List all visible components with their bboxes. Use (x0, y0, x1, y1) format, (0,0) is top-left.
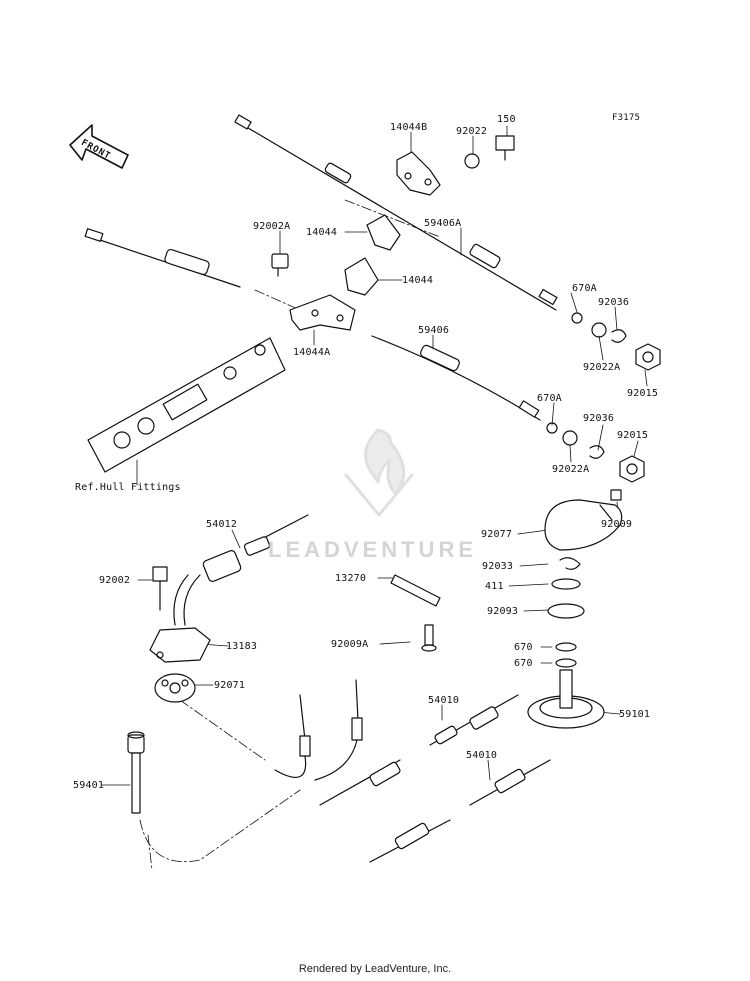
part-label-670-2[interactable]: 670 (514, 658, 533, 669)
reference-lines (139, 199, 441, 871)
part-label-59401[interactable]: 59401 (73, 780, 105, 791)
cable-bent-left (274, 679, 363, 781)
watermark-text: LEADVENTURE (268, 537, 478, 562)
cable-left-upper (84, 228, 241, 288)
cable-59406a (234, 114, 558, 311)
part-label-54010-1[interactable]: 54010 (428, 695, 460, 706)
part-label-14044a[interactable]: 14044A (293, 347, 331, 358)
cable-59406 (371, 335, 541, 421)
part-label-14044-upper[interactable]: 14044 (306, 227, 338, 238)
part-label-92002a[interactable]: 92002A (253, 221, 291, 232)
bracket-14044a (289, 294, 356, 331)
part-label-670-1[interactable]: 670 (514, 642, 533, 653)
part-label-670a-2[interactable]: 670A (537, 393, 562, 404)
washer-nut-set-upper (571, 312, 661, 371)
part-label-13183[interactable]: 13183 (226, 641, 258, 652)
bracket-14044b (396, 135, 515, 196)
plate-13183 (149, 627, 211, 663)
part-label-150[interactable]: 150 (497, 114, 516, 125)
front-arrow-icon (69, 124, 129, 169)
part-label-92036-1[interactable]: 92036 (598, 297, 630, 308)
part-label-92015-2[interactable]: 92015 (617, 430, 649, 441)
part-label-59406a[interactable]: 59406A (424, 218, 462, 229)
part-label-59101[interactable]: 59101 (619, 709, 651, 720)
part-label-92009[interactable]: 92009 (601, 519, 633, 530)
part-label-92077[interactable]: 92077 (481, 529, 513, 540)
part-label-92033[interactable]: 92033 (482, 561, 514, 572)
part-label-92022a-2[interactable]: 92022A (552, 464, 590, 475)
watermark-logo-icon (344, 428, 414, 517)
part-label-92009a[interactable]: 92009A (331, 639, 369, 650)
clamp-14044 (344, 214, 401, 296)
footer-credit: Rendered by LeadVenture, Inc. (298, 963, 452, 975)
part-label-14044-lower[interactable]: 14044 (402, 275, 434, 286)
part-label-92071[interactable]: 92071 (214, 680, 246, 691)
bolt-92002 (152, 566, 168, 611)
part-label-14044b[interactable]: 14044B (390, 122, 428, 133)
part-label-92022[interactable]: 92022 (456, 126, 488, 137)
cable-54010-lower (369, 759, 551, 863)
hull-fittings-reference[interactable]: Ref.Hull Fittings (75, 482, 181, 493)
figure-code: F3175 (612, 113, 641, 123)
lever-stack (527, 557, 605, 729)
part-label-13270[interactable]: 13270 (335, 573, 367, 584)
plate-13270 (390, 574, 441, 652)
part-label-670a-1[interactable]: 670A (572, 283, 597, 294)
part-label-92022a-1[interactable]: 92022A (583, 362, 621, 373)
part-label-92015-1[interactable]: 92015 (627, 388, 659, 399)
knob-92077 (544, 489, 623, 551)
washer-nut-set-lower (546, 422, 645, 483)
part-label-411[interactable]: 411 (485, 581, 504, 592)
part-label-92002[interactable]: 92002 (99, 575, 131, 586)
part-label-54010-2[interactable]: 54010 (466, 750, 498, 761)
grommet-92071 (154, 673, 196, 703)
part-label-92093[interactable]: 92093 (487, 606, 519, 617)
bolt-92002a (271, 253, 289, 277)
handle-59401 (127, 731, 145, 814)
part-label-92036-2[interactable]: 92036 (583, 413, 615, 424)
hull-fitting-plate (87, 337, 286, 473)
cable-54012 (173, 514, 309, 626)
part-label-59406[interactable]: 59406 (418, 325, 450, 336)
part-label-54012[interactable]: 54012 (206, 519, 238, 530)
cable-54010-upper (319, 694, 519, 806)
